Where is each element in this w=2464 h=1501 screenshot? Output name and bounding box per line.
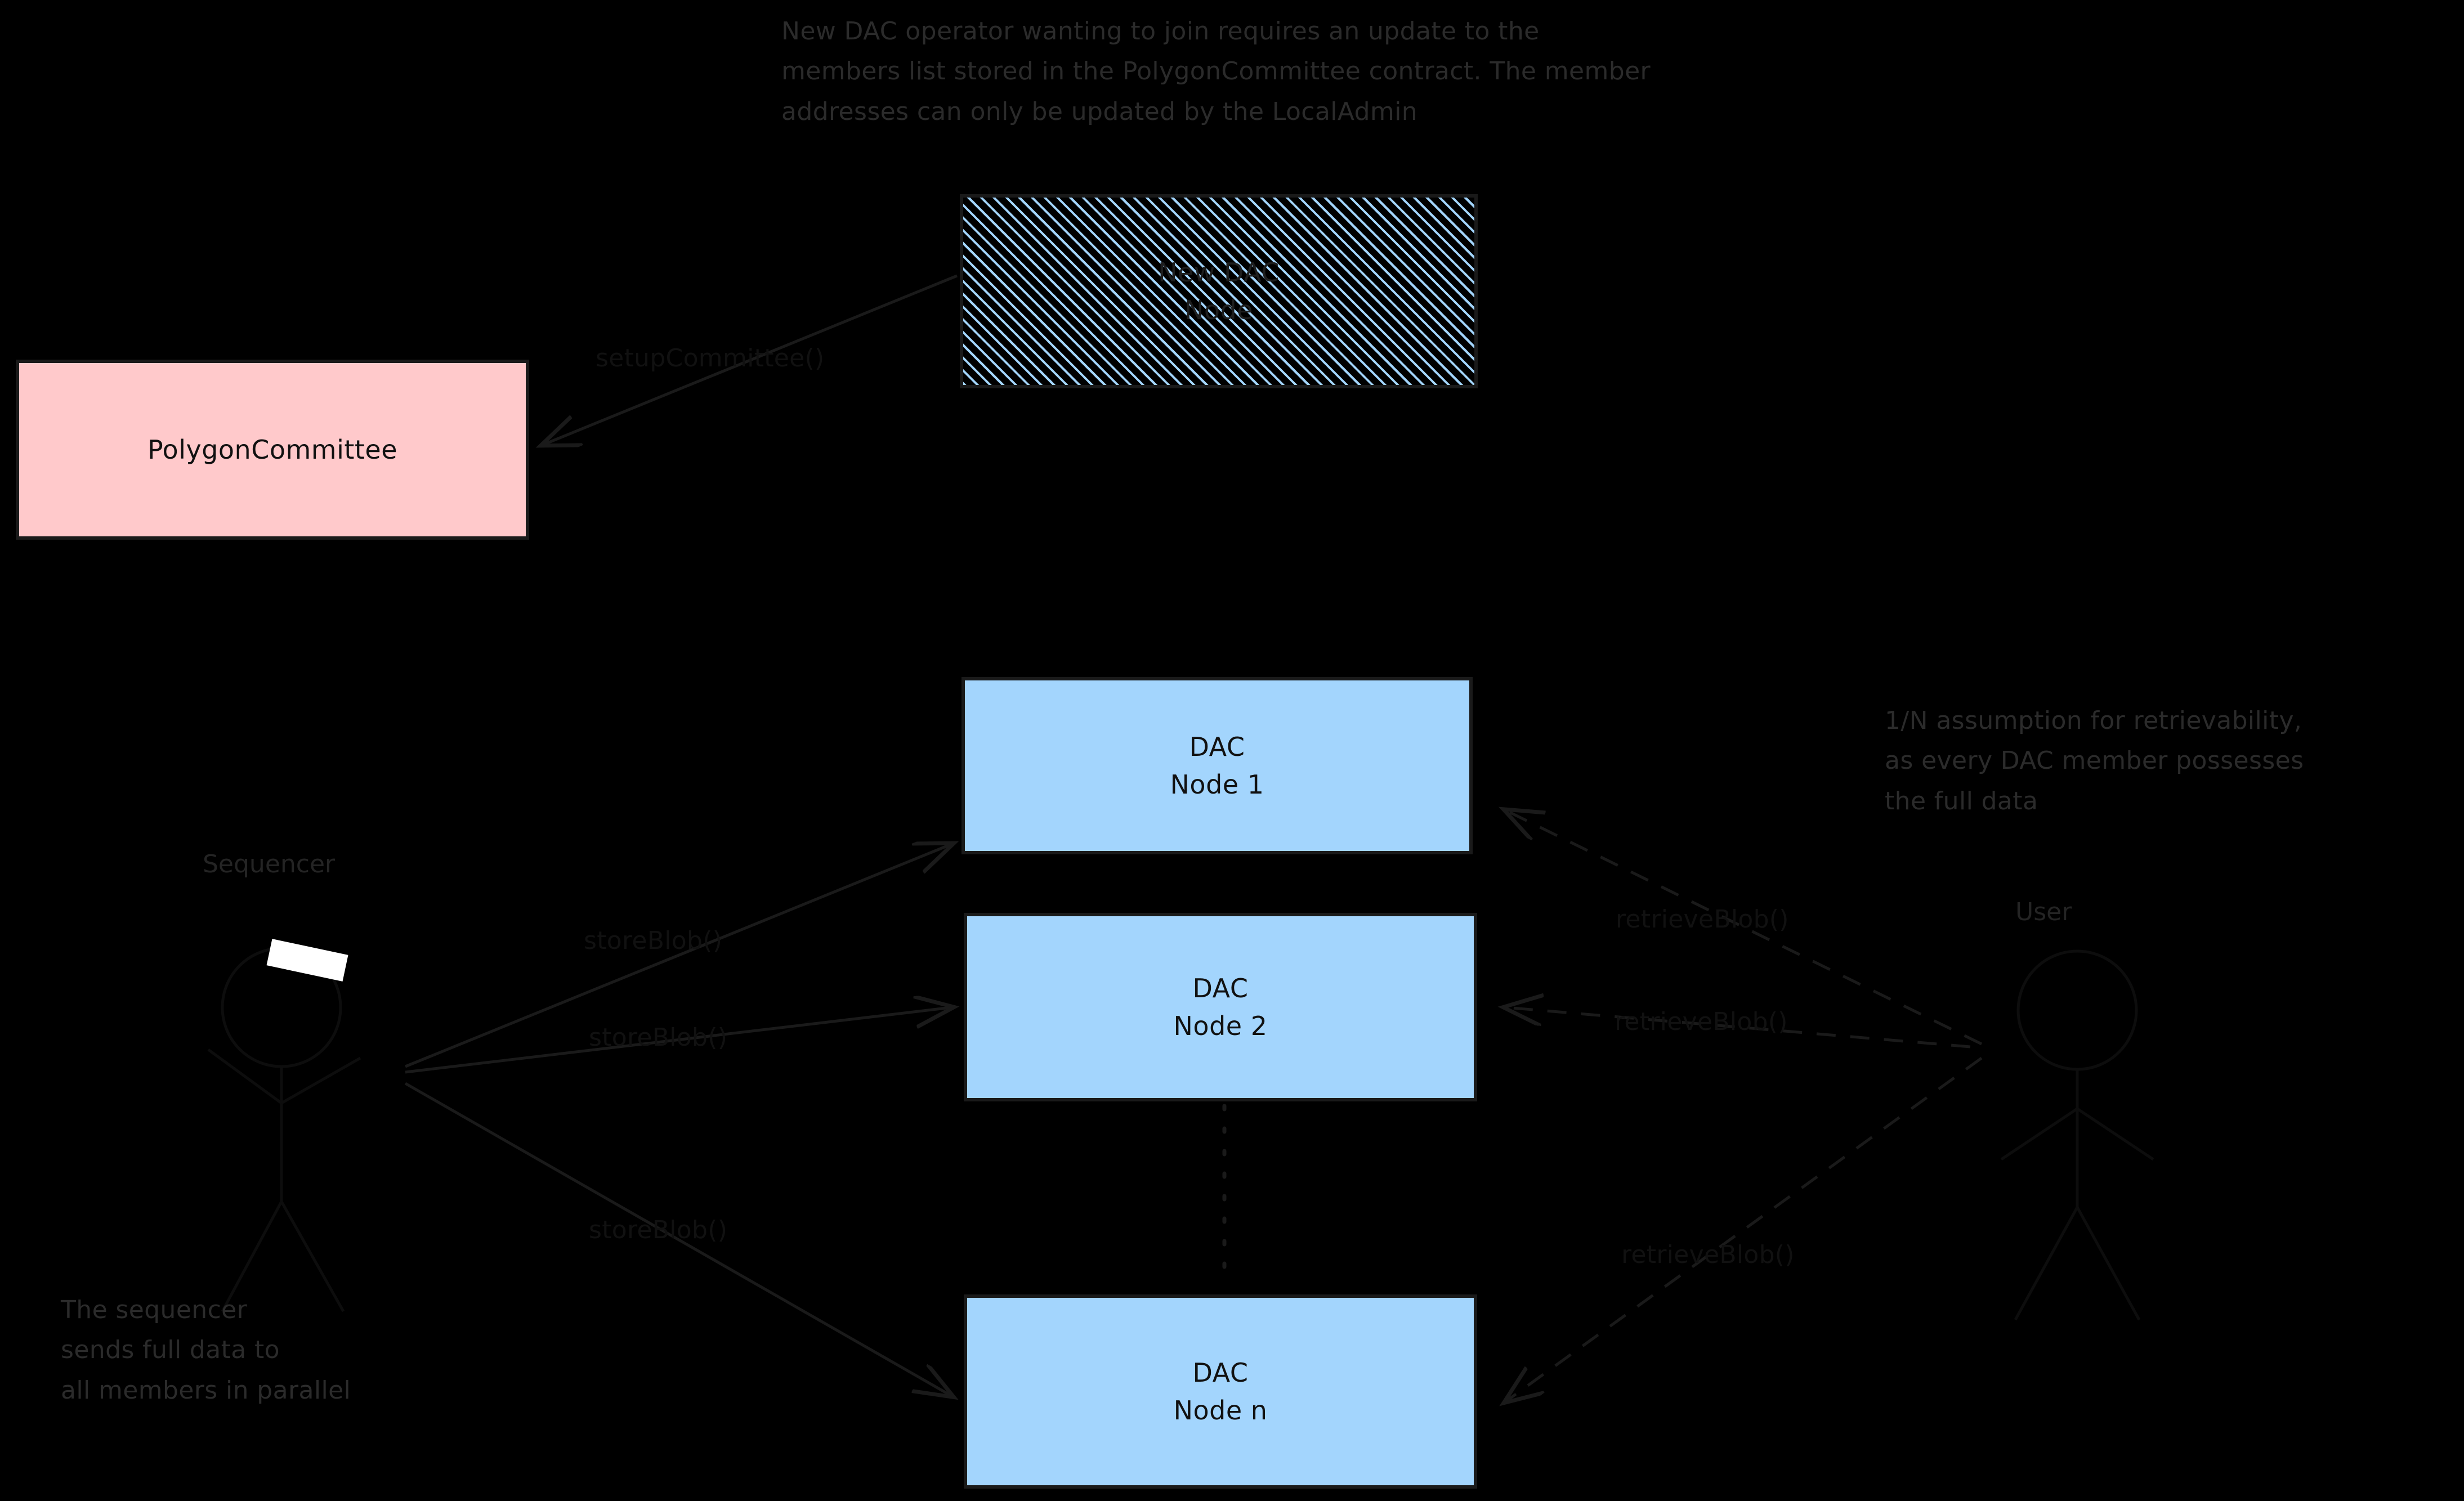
edge-label-store-blob-n: storeBlob() [589,1216,728,1244]
edge-retrieve-blob-n [1506,1056,1983,1401]
edge-label-store-blob-1: storeBlob() [584,926,723,955]
top-annotation: New DAC operator wanting to join require… [781,17,1651,126]
node-polygon-committee[interactable]: PolygonCommittee [16,360,529,540]
new-dac-node-line-1: New DAC [1158,257,1280,288]
new-dac-node-line-2: Node [1184,294,1254,325]
edge-label-store-blob-2: storeBlob() [589,1023,728,1052]
edge-label-retrieve-blob-2: retrieveBlob() [1615,1007,1788,1036]
user-figure [2000,949,2154,1321]
sequencer-figure [207,947,361,1312]
right-annotation: 1/N assumption for retrievability, as ev… [1885,706,2304,816]
sequencer-label: Sequencer [203,850,336,879]
node-new-dac-node[interactable]: New DAC Node [960,194,1478,388]
edge-label-setup-committee: setupCommittee() [596,344,825,373]
polygon-committee-label: PolygonCommittee [147,434,398,465]
dac-node-1-line-2: Node 1 [1170,769,1264,800]
node-dac-node-2[interactable]: DAC Node 2 [964,913,1477,1101]
node-dac-node-1[interactable]: DAC Node 1 [962,677,1473,854]
dac-node-n-line-1: DAC [1192,1357,1249,1388]
dac-node-1-line-1: DAC [1189,731,1245,762]
dac-node-2-line-1: DAC [1192,973,1249,1003]
node-dac-node-n[interactable]: DAC Node n [964,1294,1477,1489]
dac-node-2-line-2: Node 2 [1173,1010,1268,1041]
edge-label-retrieve-blob-n: retrieveBlob() [1621,1240,1795,1269]
dac-node-n-line-2: Node n [1173,1395,1268,1426]
sequencer-highlight-chip [266,939,348,982]
user-label: User [2015,898,2072,926]
edge-label-retrieve-blob-1: retrieveBlob() [1616,905,1789,934]
bottom-left-annotation: The sequencer sends full data to all mem… [61,1296,351,1405]
